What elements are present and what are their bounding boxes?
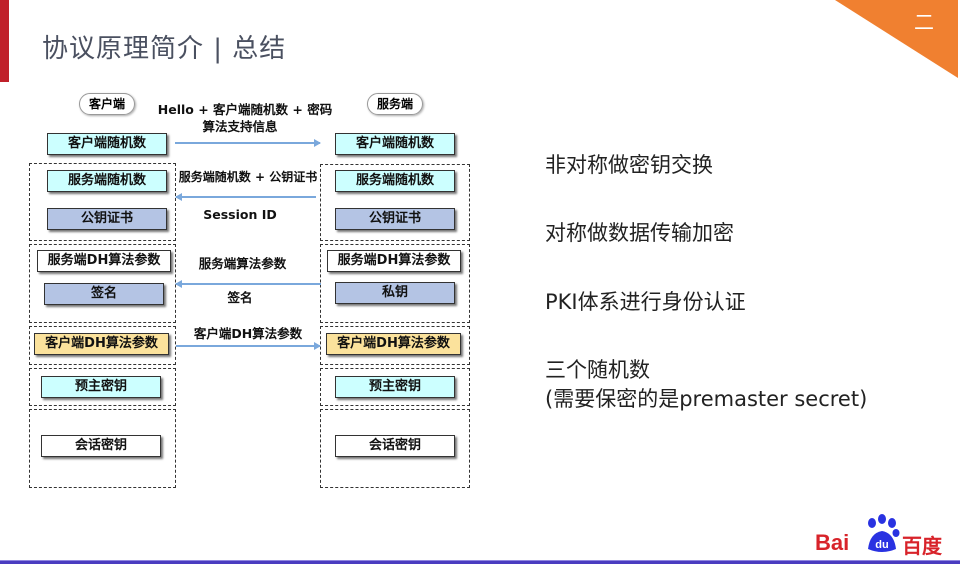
server-group (320, 368, 470, 406)
msg-server-params: 服务端算法参数 (198, 256, 287, 271)
client-server-dh-box: 服务端DH算法参数 (37, 250, 171, 272)
point-asymmetric: 非对称做密钥交换 (545, 153, 713, 177)
client-dh-box: 客户端DH算法参数 (34, 333, 169, 355)
paw-icon: du (868, 514, 900, 552)
arrow-right (176, 342, 321, 349)
section-number: 二 (914, 10, 934, 34)
server-client-dh-box: 客户端DH算法参数 (326, 333, 461, 355)
client-label: 客户端 (79, 93, 135, 115)
client-group (29, 163, 176, 241)
server-label: 服务端 (367, 93, 423, 115)
msg-hello: Hello + 客户端随机数 + 密码 (157, 102, 333, 117)
client-random-box: 客户端随机数 (47, 133, 167, 155)
signature-box: 签名 (44, 283, 164, 305)
server-premaster-box: 预主密钥 (335, 376, 455, 398)
corner-triangle (835, 0, 958, 78)
point-randoms: 三个随机数 (545, 358, 650, 382)
arrow-right (175, 139, 321, 146)
client-cert-box: 公钥证书 (47, 208, 167, 230)
msg-session-id: Session ID (203, 207, 277, 222)
logo-cn: 百度 (902, 534, 942, 558)
point-premaster: (需要保密的是premaster secret) (545, 387, 868, 411)
client-premaster-box: 预主密钥 (41, 376, 161, 398)
footer-line (0, 560, 960, 564)
server-cert-box: 公钥证书 (335, 208, 455, 230)
server-session-key-box: 会话密钥 (335, 435, 455, 457)
client-group (29, 326, 176, 365)
page-title: 协议原理简介 | 总结 (42, 34, 287, 64)
client-group (29, 409, 176, 488)
logo-text: Bai (815, 530, 850, 555)
accent-bar (0, 0, 9, 82)
msg-server-random: 服务端随机数 + 公钥证书 (178, 170, 318, 184)
msg-client-dh: 客户端DH算法参数 (193, 326, 303, 341)
logo-du: du (875, 539, 888, 551)
client-session-key-box: 会话密钥 (41, 435, 161, 457)
private-key-box: 私钥 (335, 282, 455, 304)
arrow-left (175, 193, 316, 200)
server-client-random-box: 客户端随机数 (335, 133, 455, 155)
msg-signature: 签名 (227, 290, 253, 305)
server-dh-box: 服务端DH算法参数 (327, 250, 461, 272)
point-symmetric: 对称做数据传输加密 (545, 221, 734, 245)
server-group (320, 164, 470, 241)
point-pki: PKI体系进行身份认证 (545, 290, 746, 314)
client-server-random-box: 服务端随机数 (47, 170, 167, 192)
arrow-left (175, 280, 321, 287)
client-group (29, 368, 176, 406)
msg-hello-2: 算法支持信息 (202, 119, 278, 134)
server-group (320, 409, 470, 488)
server-random-box: 服务端随机数 (335, 170, 455, 192)
